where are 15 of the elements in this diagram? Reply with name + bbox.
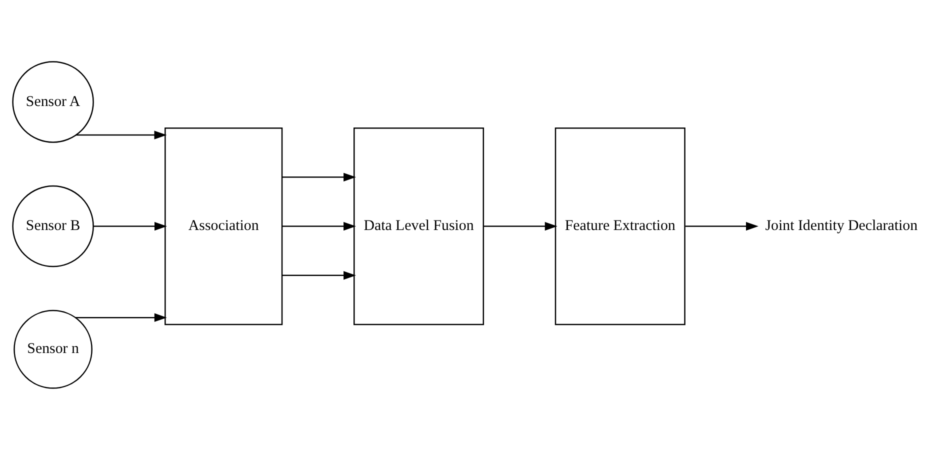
arrow (75, 312, 167, 322)
node-circle: Sensor n (14, 309, 92, 388)
arrow (484, 221, 558, 230)
arrow (282, 221, 356, 230)
node-box: Association (164, 126, 283, 325)
node-circle: Sensor A (12, 60, 94, 142)
arrow (685, 221, 758, 230)
node-text: Joint Identity Declaration (765, 218, 918, 234)
node-box: Feature Extraction (554, 126, 686, 325)
arrow (93, 221, 167, 230)
node-circle: Sensor B (12, 184, 94, 267)
arrow (76, 130, 167, 139)
node-box: Data Level Fusion (354, 126, 484, 325)
arrow (282, 270, 356, 280)
arrow (282, 172, 356, 182)
